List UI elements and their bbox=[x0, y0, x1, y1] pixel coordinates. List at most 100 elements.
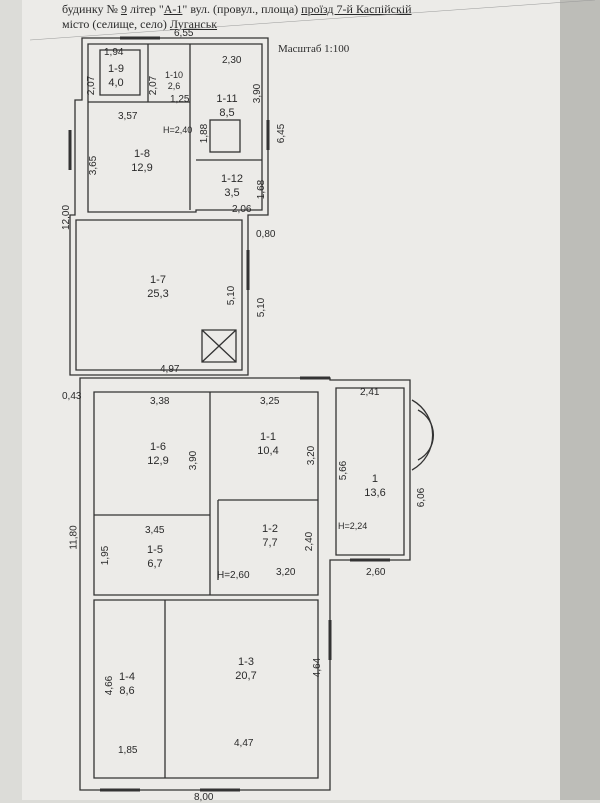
dim: 12,00 bbox=[61, 204, 73, 231]
label-house: будинку № bbox=[62, 2, 118, 16]
dim: 6,55 bbox=[174, 28, 194, 39]
room-label: 8,6 bbox=[119, 685, 135, 697]
room-label: 12,9 bbox=[131, 162, 153, 174]
upper-inner-wall bbox=[87, 43, 263, 213]
dim: 3,90 bbox=[188, 450, 200, 471]
room-label: 20,7 bbox=[235, 670, 257, 682]
room-label: 13,6 bbox=[364, 487, 386, 499]
room-1-wall bbox=[335, 387, 405, 556]
dim: 8,00 bbox=[194, 792, 214, 803]
room-label: 10,4 bbox=[257, 445, 279, 457]
dim: 2,06 bbox=[232, 204, 252, 215]
dim: 0,43 bbox=[62, 391, 82, 402]
house-number: 9 bbox=[120, 2, 127, 16]
room-label: 7,7 bbox=[262, 537, 278, 549]
room-1-7: 1-7 25,3 bbox=[147, 273, 168, 301]
dim: H=2,24 bbox=[338, 521, 368, 531]
dim: 2,60 bbox=[366, 567, 386, 578]
dim: H=2,60 bbox=[217, 570, 250, 581]
lower-outer-wall bbox=[79, 377, 411, 791]
bay-window-inner bbox=[417, 409, 434, 461]
dim: 4,47 bbox=[234, 738, 254, 749]
room-1-7-wall bbox=[75, 219, 243, 371]
dim: 1,68 bbox=[256, 179, 268, 200]
dim: 1,25 bbox=[170, 94, 190, 105]
room-1-8: 1-8 12,9 bbox=[131, 147, 152, 175]
label-street: " вул. (провул., площа) bbox=[182, 2, 299, 16]
dim: 2,07 bbox=[148, 75, 160, 96]
room-1-1: 1-1 10,4 bbox=[257, 430, 278, 458]
room-label: 2,6 bbox=[167, 81, 181, 91]
dim: 4,97 bbox=[160, 364, 180, 375]
dim: 3,90 bbox=[252, 83, 264, 104]
dim: 11,80 bbox=[68, 525, 80, 550]
dim: 3,57 bbox=[118, 111, 138, 122]
lower-inner-wall bbox=[93, 391, 319, 596]
dim: 3,45 bbox=[145, 525, 165, 536]
room-label: 1-11 bbox=[216, 93, 238, 105]
document-page bbox=[22, 0, 600, 800]
header-line-1: будинку № 9 літер "А-1" вул. (провул., п… bbox=[62, 2, 412, 17]
room-label: 1-8 bbox=[134, 148, 150, 160]
room-label: 8,5 bbox=[219, 107, 235, 119]
dim: 2,30 bbox=[222, 55, 242, 66]
room-1-11: 1-11 8,5 bbox=[216, 92, 237, 120]
dim: 6,06 bbox=[416, 487, 428, 508]
dim: 5,66 bbox=[338, 460, 350, 481]
room-label: 1-6 bbox=[150, 441, 166, 453]
room-label: 25,3 bbox=[147, 288, 169, 300]
upper-outer-wall bbox=[69, 37, 269, 376]
dim: 3,25 bbox=[260, 396, 280, 407]
room-label: 1-7 bbox=[150, 274, 166, 286]
dim: 2,07 bbox=[86, 75, 98, 96]
label-letter: літер " bbox=[129, 2, 164, 16]
room-1-3: 1-3 20,7 bbox=[235, 655, 256, 683]
dim: 1,94 bbox=[104, 47, 124, 58]
page-edge bbox=[560, 0, 600, 800]
room-label: 1-3 bbox=[238, 656, 254, 668]
room-label: 1-10 bbox=[164, 70, 184, 80]
bay-window bbox=[411, 399, 434, 471]
room-label: 6,7 bbox=[147, 558, 163, 570]
dim: 2,41 bbox=[360, 387, 380, 398]
dim: 3,65 bbox=[88, 155, 100, 176]
dim: 4,66 bbox=[104, 675, 116, 696]
scale-label: Масштаб 1:100 bbox=[278, 43, 350, 55]
dim: 1,88 bbox=[199, 123, 211, 144]
dim: H=2,40 bbox=[163, 125, 193, 135]
letter-value: А-1 bbox=[163, 2, 183, 16]
dim: 0,80 bbox=[256, 229, 276, 240]
room-label: 1-4 bbox=[119, 671, 135, 683]
dim: 5,10 bbox=[256, 297, 268, 318]
dim: 3,20 bbox=[276, 567, 296, 578]
room-label: 1 bbox=[371, 473, 379, 485]
dim: 5,10 bbox=[226, 285, 238, 306]
room-label: 4,0 bbox=[108, 77, 124, 89]
room-1-6: 1-6 12,9 bbox=[147, 440, 168, 468]
room-label: 3,5 bbox=[224, 187, 240, 199]
dim: 3,38 bbox=[150, 396, 170, 407]
bath bbox=[99, 49, 141, 96]
room-label: 1-9 bbox=[108, 63, 124, 75]
dim: 2,40 bbox=[304, 531, 316, 552]
room-label: 1-1 bbox=[260, 431, 276, 443]
dim: 4,64 bbox=[312, 657, 324, 678]
room-label: 1-2 bbox=[262, 523, 278, 535]
room-label: 12,9 bbox=[147, 455, 169, 467]
street-value: проїзд 7-й Каспійскій bbox=[301, 2, 412, 16]
dim: 3,20 bbox=[306, 445, 318, 466]
chimney bbox=[201, 329, 237, 363]
label-city: місто (селище, село) bbox=[62, 17, 167, 31]
room-label: 1-5 bbox=[147, 544, 163, 556]
room-1-12: 1-12 3,5 bbox=[221, 172, 243, 200]
dim: 6,45 bbox=[276, 123, 288, 144]
room-label: 1-12 bbox=[220, 173, 244, 185]
stove bbox=[209, 119, 241, 153]
